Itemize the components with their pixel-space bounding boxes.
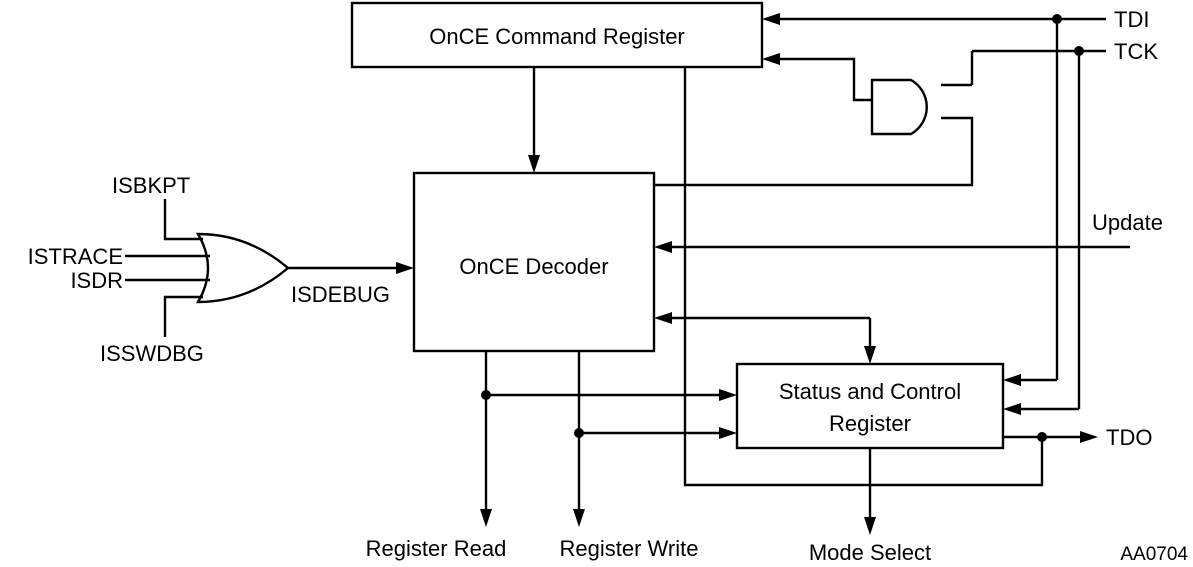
or-gate xyxy=(195,232,290,304)
arrow-read-to-status xyxy=(719,389,737,401)
tdi-junction-dot xyxy=(1052,14,1062,24)
isbkpt-wire xyxy=(163,199,203,241)
tdo-label: TDO xyxy=(1106,425,1152,450)
arrow-and-to-command xyxy=(762,53,780,65)
arrow-register-write xyxy=(573,509,585,527)
arrow-status-to-decoder xyxy=(654,312,672,324)
status-control-register-label-line1: Status and Control xyxy=(779,379,961,404)
arrow-tdi-to-command xyxy=(762,13,780,25)
and-output-wire xyxy=(773,57,872,102)
tdi-label: TDI xyxy=(1114,7,1149,32)
register-write-label: Register Write xyxy=(560,536,699,561)
arrow-write-to-status xyxy=(719,427,737,439)
tck-label: TCK xyxy=(1114,39,1158,64)
register-write-junction-dot xyxy=(574,428,584,438)
arrow-update-to-decoder xyxy=(654,241,672,253)
arrow-register-read xyxy=(480,509,492,527)
command-to-tdo-wire xyxy=(683,67,1044,487)
arrow-tck-to-status xyxy=(1003,403,1021,415)
isswdbg-wire xyxy=(163,295,203,337)
isswdbg-label: ISSWDBG xyxy=(100,341,204,366)
and-gate xyxy=(870,78,928,136)
register-read-label: Register Read xyxy=(366,536,507,561)
arrow-tdo-out xyxy=(1080,431,1098,443)
tdo-junction-dot xyxy=(1037,432,1047,442)
once-decoder-label: OnCE Decoder xyxy=(459,254,608,279)
update-label: Update xyxy=(1092,210,1163,235)
isdebug-label: ISDEBUG xyxy=(291,282,390,307)
arrow-isdebug-to-decoder xyxy=(396,262,414,274)
isbkpt-label: ISBKPT xyxy=(112,173,190,198)
arrow-command-to-decoder xyxy=(528,155,540,173)
once-command-register-label: OnCE Command Register xyxy=(429,24,685,49)
isdr-label: ISDR xyxy=(70,268,123,293)
arrow-mode-select xyxy=(864,517,876,535)
tck-junction-dot xyxy=(1074,46,1084,56)
register-read-junction-dot xyxy=(481,390,491,400)
decoder-to-and-wire xyxy=(654,116,974,187)
once-command-register-block xyxy=(350,1,764,69)
once-decoder-block xyxy=(412,171,656,353)
arrow-decoder-to-status xyxy=(864,346,876,364)
mode-select-label: Mode Select xyxy=(809,540,931,565)
istrace-label: ISTRACE xyxy=(28,244,123,269)
status-control-register-label-line2: Register xyxy=(829,411,911,436)
arrow-tdi-to-status xyxy=(1003,374,1021,386)
figure-id-label: AA0704 xyxy=(1120,544,1188,565)
